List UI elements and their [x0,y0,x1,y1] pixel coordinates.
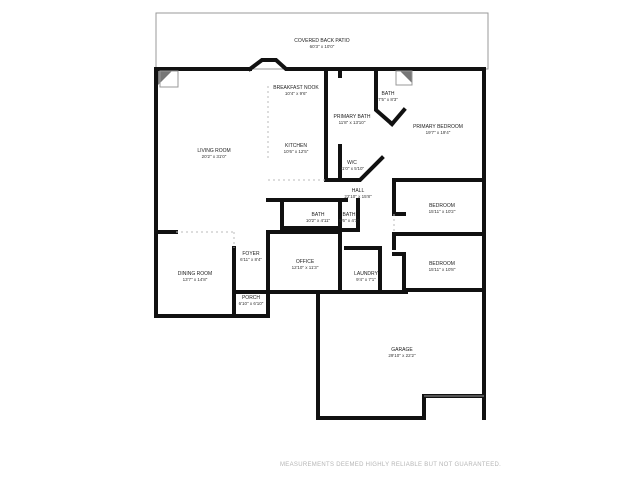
room-dims-primary-bath: 11'8" x 13'10" [339,120,366,125]
room-dims-bedroom-2: 15'11" x 10'8" [429,267,456,272]
room-name-hall: HALL [352,188,365,194]
fireplace-outline [159,70,179,88]
disclaimer-text: MEASUREMENTS DEEMED HIGHLY RELIABLE BUT … [280,462,501,468]
room-name-bath-3: BATH [343,212,356,218]
room-name-dining: DINING ROOM [178,271,212,277]
room-dims-kitchen: 10'6" x 12'5" [284,149,309,154]
room-dims-bedroom-1: 15'11" x 10'2" [429,209,456,214]
room-name-garage: GARAGE [391,347,413,353]
room-dims-garage: 29'10" x 22'2" [388,353,416,358]
room-name-kitchen: KITCHEN [285,143,307,149]
room-name-porch: PORCH [242,295,260,301]
corner-fixture [400,71,412,83]
room-dims-office: 12'10" x 11'3" [292,265,319,270]
room-name-patio: COVERED BACK PATIO [294,38,349,44]
room-dims-bath-3: 5'6" x 4'1" [339,218,359,223]
corner-outline [395,70,413,86]
room-dims-primary-bedroom: 19'7" x 19'4" [426,130,451,135]
room-dims-patio: 60'3" x 10'0" [310,44,335,49]
room-name-bath-2: BATH [312,212,325,218]
room-dims-bath-2: 10'2" x 4'11" [306,218,331,223]
fixtures [158,70,413,88]
room-dims-breakfast: 10'4" x 9'6" [285,91,308,96]
room-name-office: OFFICE [296,259,315,265]
room-name-living: LIVING ROOM [197,148,230,154]
room-name-breakfast: BREAKFAST NOOK [273,85,319,91]
room-name-primary-bedroom: PRIMARY BEDROOM [413,124,463,130]
room-dims-porch: 6'10" x 6'10" [239,301,264,306]
room-name-bedroom-1: BEDROOM [429,203,455,209]
room-dims-dining: 13'7" x 14'8" [183,277,208,282]
room-name-foyer: FOYER [242,251,260,257]
room-name-bath-small: BATH [382,91,395,97]
room-dims-wic: 11'0" x 5'10" [340,166,365,171]
fireplace-fixture [158,71,172,85]
room-dims-laundry: 9'4" x 7'1" [356,277,376,282]
room-dims-hall: 22'10" x 15'8" [344,194,372,199]
room-name-laundry: LAUNDRY [354,271,378,277]
room-dims-living: 20'2" x 31'0" [202,154,227,159]
room-name-bedroom-2: BEDROOM [429,261,455,267]
room-dims-foyer: 6'11" x 8'4" [240,257,262,262]
room-labels: COVERED BACK PATIO 60'3" x 10'0" BREAKFA… [178,38,463,358]
walls [154,58,486,420]
room-dims-bath-small: 7'5" x 8'3" [378,97,398,102]
room-name-primary-bath: PRIMARY BATH [334,114,371,120]
room-name-wic: W/C [347,160,357,166]
open-plan-separators [176,86,395,248]
